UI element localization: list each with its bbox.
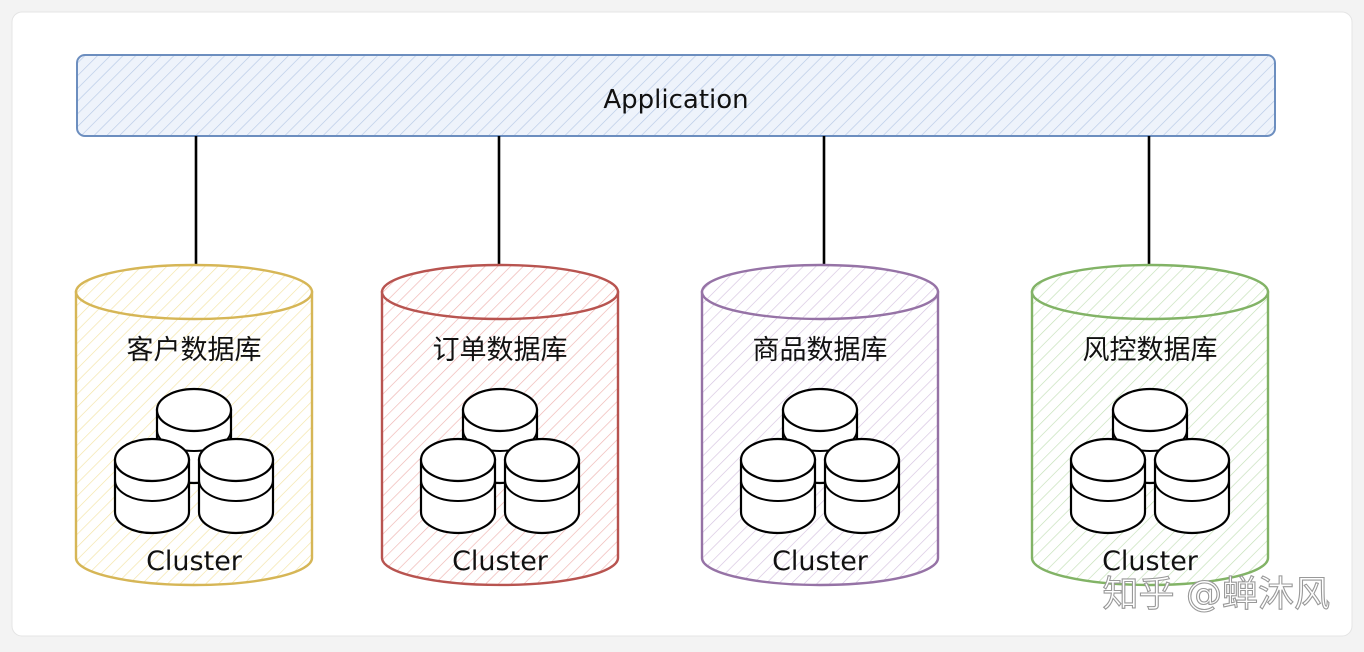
- diagram-card: [11, 11, 1353, 637]
- cluster-icon: [113, 387, 275, 535]
- cluster-icon: [739, 387, 901, 535]
- cylinder-top: [380, 263, 620, 321]
- disk-right-icon: [1153, 437, 1231, 535]
- disk-left-icon: [419, 437, 497, 535]
- disk-right-icon: [197, 437, 275, 535]
- disk-right-icon: [503, 437, 581, 535]
- database-cylinder: 商品数据库 Cluster: [700, 263, 940, 587]
- database-name: 风控数据库: [1083, 335, 1218, 366]
- database-name: 订单数据库: [433, 335, 568, 366]
- cluster-icon: [1069, 387, 1231, 535]
- watermark: 知乎 @蝉沐风: [1103, 574, 1330, 615]
- cylinder-top: [700, 263, 940, 321]
- database-cylinder: 客户数据库 Cluster: [74, 263, 314, 587]
- cluster-label: Cluster: [452, 546, 549, 577]
- disk-left-icon: [113, 437, 191, 535]
- database-name: 客户数据库: [127, 335, 262, 366]
- disk-left-icon: [1069, 437, 1147, 535]
- cluster-icon: [419, 387, 581, 535]
- database-cylinder: 风控数据库 Cluster: [1030, 263, 1270, 587]
- cluster-label: Cluster: [146, 546, 243, 577]
- application-box: Application: [76, 54, 1276, 137]
- database-group: 客户数据库Cluster订单数据库Cluster商品数据库Cluster风控数据…: [74, 263, 1270, 587]
- database-name: 商品数据库: [753, 335, 888, 366]
- cluster-label: Cluster: [1102, 546, 1199, 577]
- database-cylinder: 订单数据库 Cluster: [380, 263, 620, 587]
- application-label: Application: [603, 85, 748, 115]
- cylinder-top: [74, 263, 314, 321]
- cluster-label: Cluster: [772, 546, 869, 577]
- disk-right-icon: [823, 437, 901, 535]
- disk-left-icon: [739, 437, 817, 535]
- cylinder-top: [1030, 263, 1270, 321]
